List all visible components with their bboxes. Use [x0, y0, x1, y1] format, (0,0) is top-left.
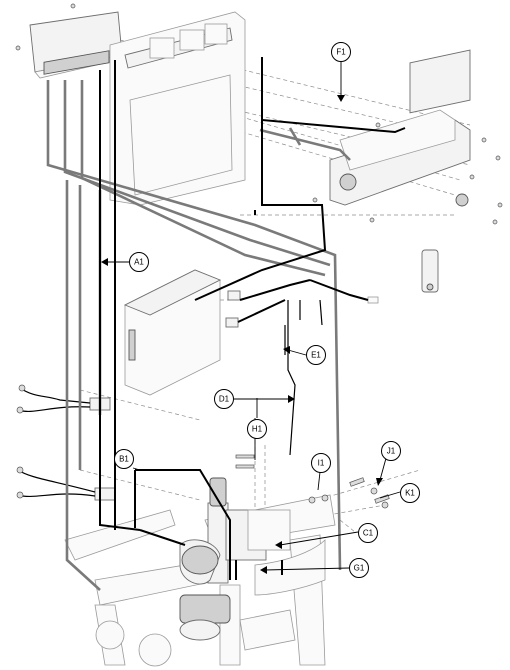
callout-label: G1	[354, 564, 365, 573]
callout-label: H1	[252, 425, 263, 434]
switch-panel-assembly	[312, 49, 503, 293]
controller-module	[15, 3, 123, 79]
callout-F1: F1	[331, 42, 351, 62]
callout-label: K1	[405, 489, 415, 498]
callout-I1: I1	[311, 453, 331, 473]
callout-label: B1	[119, 455, 129, 464]
hardware-fasteners	[235, 454, 390, 509]
callout-label: I1	[318, 459, 325, 468]
wiring-harness	[46, 57, 406, 591]
callout-label: J1	[387, 447, 396, 456]
callout-J1: J1	[381, 441, 401, 461]
callout-label: C1	[363, 529, 374, 538]
callout-H1: H1	[247, 419, 267, 439]
leader-arrowheads	[101, 95, 383, 574]
callout-label: D1	[219, 395, 230, 404]
callout-K1: K1	[400, 483, 420, 503]
callout-C1: C1	[358, 523, 378, 543]
callout-B1: B1	[114, 449, 134, 469]
callout-A1: A1	[129, 252, 149, 272]
electronics-box	[123, 269, 222, 396]
callout-G1: G1	[349, 558, 369, 578]
callout-D1: D1	[214, 389, 234, 409]
mounting-bracket-frame	[109, 11, 246, 206]
actuator-motor	[179, 477, 291, 641]
callout-label: A1	[134, 258, 144, 267]
callout-label: F1	[336, 48, 346, 57]
callout-E1: E1	[306, 345, 326, 365]
callout-label: E1	[311, 351, 321, 360]
